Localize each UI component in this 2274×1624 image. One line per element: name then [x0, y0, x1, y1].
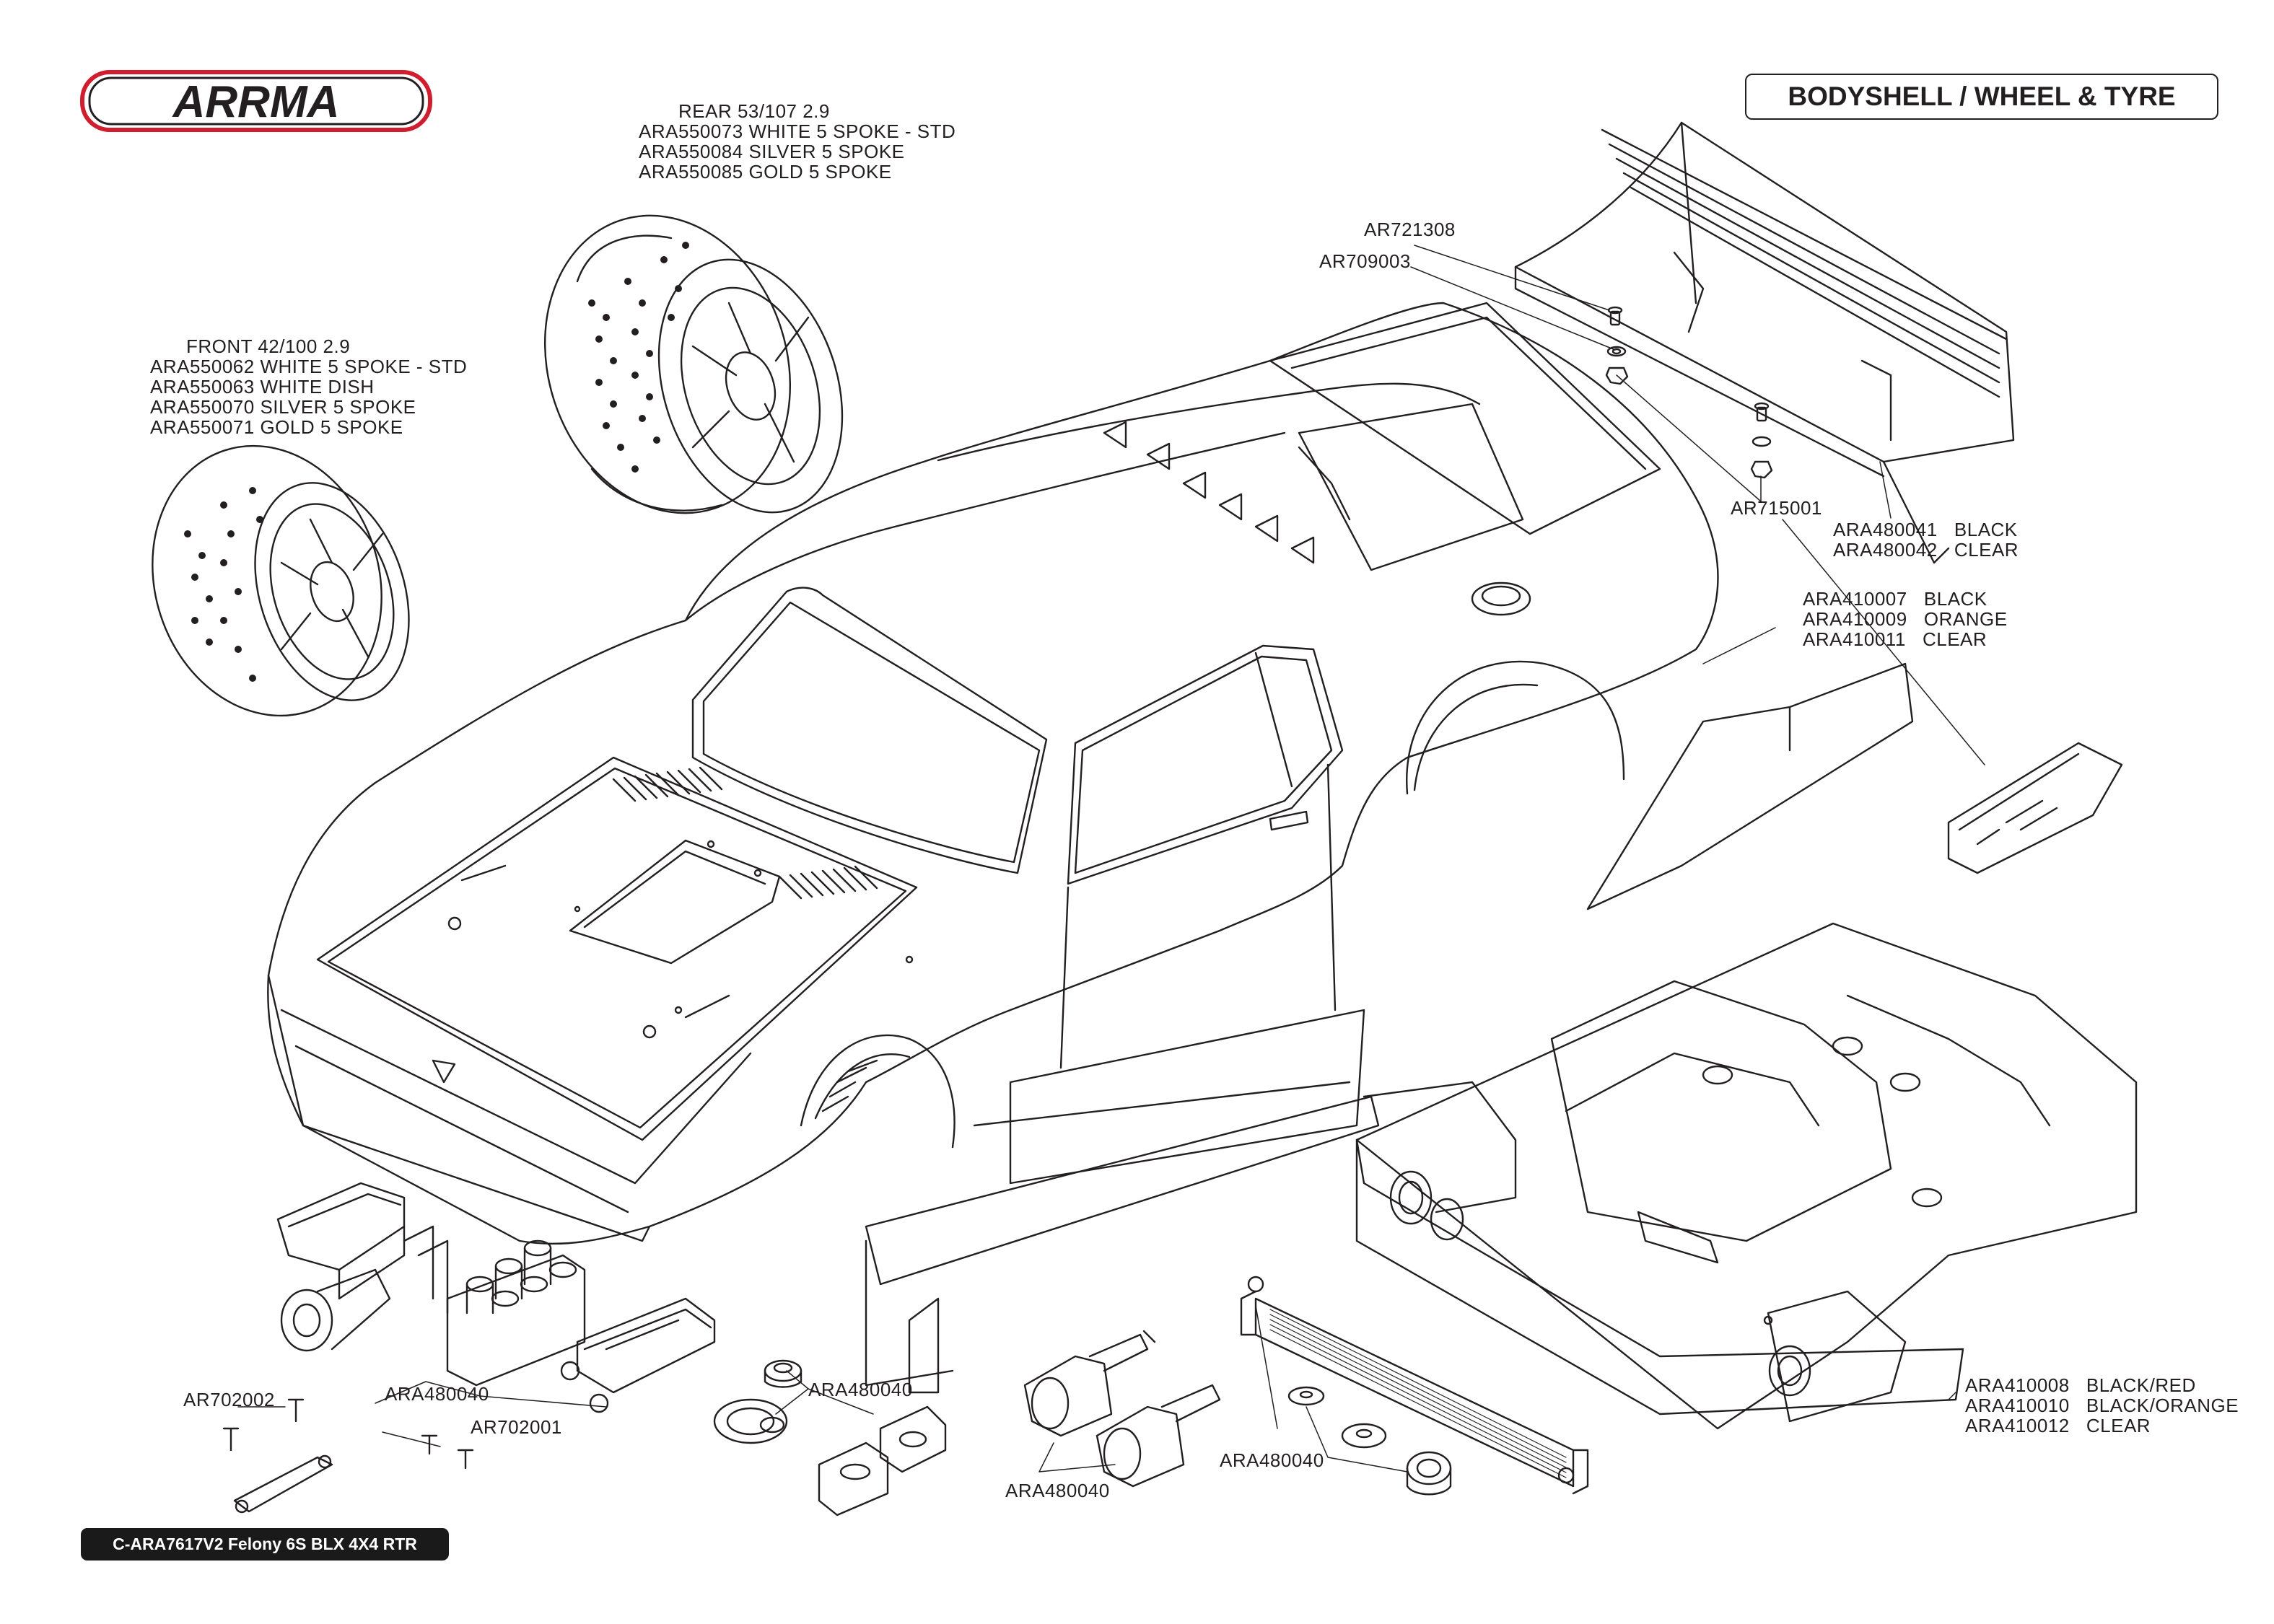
callout-line: ARA550071 GOLD 5 SPOKE [150, 416, 403, 438]
callout-line: ARA410008 BLACK/RED [1965, 1374, 2196, 1396]
callout-line: ARA550085 GOLD 5 SPOKE [639, 161, 892, 183]
callout-line: ARA410009 ORANGE [1803, 608, 2008, 630]
wing-hardware [1410, 245, 1892, 519]
callout-wing: ARA480041 BLACK ARA480042 CLEAR [1833, 519, 2019, 560]
callout-line: ARA480042 CLEAR [1833, 539, 2019, 561]
svg-text:ARRMA: ARRMA [172, 77, 340, 127]
callout-wing-washer: AR709003 [1319, 250, 1411, 272]
side-skirt [1586, 519, 2123, 910]
arrma-logo: ARRMA [80, 70, 432, 132]
grommets [713, 1359, 947, 1517]
body-shell [267, 302, 1719, 1394]
callout-line: ARA550063 WHITE DISH [150, 376, 375, 398]
rear-wing [1514, 121, 2015, 564]
callout-line: ARA410007 BLACK [1803, 588, 1987, 610]
exhaust-tips [1023, 1330, 1221, 1488]
callout-wing-screw: AR721308 [1364, 219, 1456, 240]
hood-vent-right [778, 865, 878, 900]
callout-line: ARA410012 CLEAR [1965, 1415, 2151, 1436]
callout-line: ARA550062 WHITE 5 SPOKE - STD [150, 356, 468, 377]
callout-line: ARA410011 CLEAR [1803, 628, 1987, 650]
callout-blower: ARA480040 [385, 1383, 489, 1405]
callout-grommets: ARA480040 [808, 1379, 913, 1400]
callout-front-wheel: FRONT 42/100 2.9 ARA550062 WHITE 5 SPOKE… [150, 336, 467, 437]
callout-line: REAR 53/107 2.9 [678, 100, 830, 122]
rear-wheel [543, 214, 844, 514]
callout-wing-nut: AR715001 [1731, 497, 1822, 519]
callout-line: ARA550070 SILVER 5 SPOKE [150, 396, 416, 418]
section-title: BODYSHELL / WHEEL & TYRE [1745, 74, 2218, 120]
callout-rear-wheel: REAR 53/107 2.9 ARA550073 WHITE 5 SPOKE … [639, 101, 955, 182]
model-code-badge: C-ARA7617V2 Felony 6S BLX 4X4 RTR [81, 1528, 449, 1561]
callout-line: ARA480041 BLACK [1833, 519, 2018, 540]
floor-splitter [1355, 922, 2138, 1430]
callout-line: FRONT 42/100 2.9 [186, 335, 351, 357]
callout-line: ARA550073 WHITE 5 SPOKE - STD [639, 120, 956, 142]
front-wheel [152, 444, 410, 717]
callout-line: ARA410010 BLACK/ORANGE [1965, 1395, 2239, 1416]
callout-side-skirt: ARA410007 BLACK ARA410009 ORANGE ARA4100… [1803, 589, 2008, 649]
callout-splitter: ARA410008 BLACK/RED ARA410010 BLACK/ORAN… [1965, 1375, 2239, 1436]
blower-intake [222, 1182, 716, 1514]
hood-vent-left [612, 766, 723, 802]
callout-screw-a: AR702002 [183, 1389, 275, 1410]
callout-exhaust: ARA480040 [1005, 1480, 1110, 1501]
callout-intercooler: ARA480040 [1220, 1449, 1324, 1471]
callout-screw-b: AR702001 [471, 1416, 562, 1438]
valve-cover [560, 1297, 716, 1413]
roof-vents [1103, 421, 1315, 564]
callout-line: ARA550084 SILVER 5 SPOKE [639, 141, 905, 162]
injector-stacks [446, 1239, 586, 1387]
intercooler [1240, 1276, 1589, 1496]
